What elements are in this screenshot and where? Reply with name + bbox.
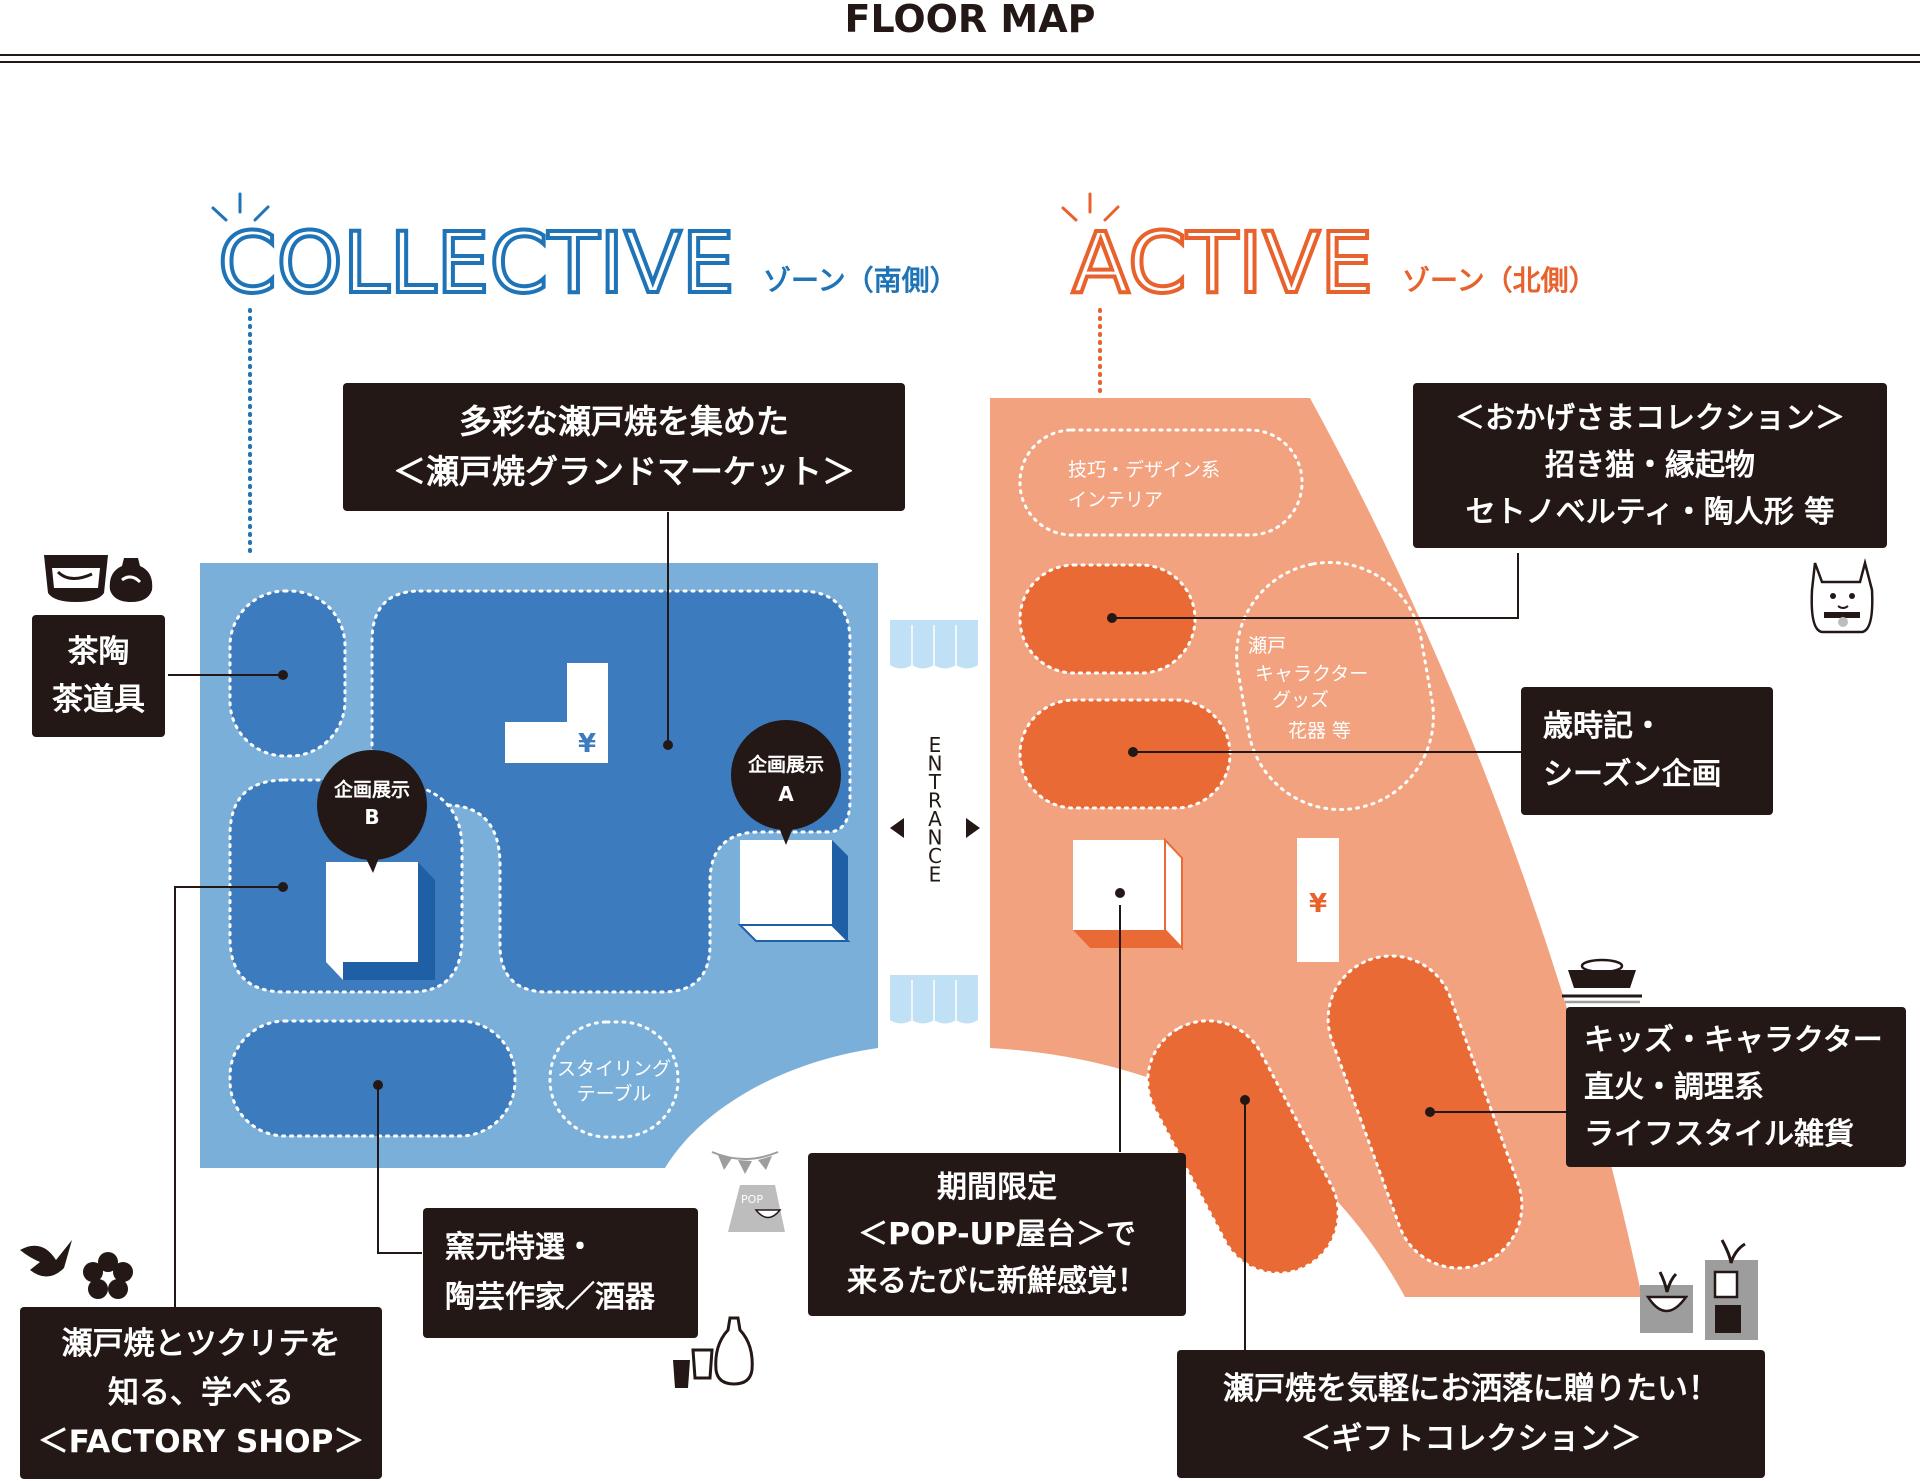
callout-gift-line-1: 瀬戸焼を気軽にお洒落に贈りたい！ bbox=[1223, 1371, 1719, 1407]
bunting-flags-icon bbox=[711, 1151, 779, 1174]
callout-tea-line-2: 茶道具 bbox=[52, 682, 145, 718]
callout-okage-line-2: 招き猫・縁起物 bbox=[1545, 448, 1755, 483]
yen-icon-active: ¥ bbox=[1309, 889, 1327, 919]
craft-design-label-1: 技巧・デザイン系 bbox=[1068, 459, 1220, 481]
callout-grand-market[interactable]: 多彩な瀬戸焼を集めた ＜瀬戸焼グランドマーケット＞ bbox=[343, 383, 905, 511]
callout-popup[interactable]: 期間限定 ＜POP-UP屋台＞で 来るたびに新鮮感覚！ bbox=[808, 1153, 1186, 1316]
craft-design-area[interactable] bbox=[1018, 428, 1304, 537]
plum-flower-icon bbox=[83, 1252, 133, 1299]
swallow-bird-icon bbox=[20, 1240, 72, 1277]
exhibit-a-pin[interactable]: 企画展示 A bbox=[731, 720, 841, 845]
entrance-arrow-right-icon bbox=[966, 818, 980, 838]
exhibit-b-pin[interactable]: 企画展示 B bbox=[317, 750, 427, 873]
callout-seasonal-line-1: 歳時記・ bbox=[1543, 709, 1663, 744]
yen-icon-collective: ¥ bbox=[578, 729, 596, 759]
callout-tea-line-1: 茶陶 bbox=[67, 634, 130, 670]
callout-kids-line-1: キッズ・キャラクター bbox=[1584, 1022, 1883, 1058]
pop-sign-text: POP bbox=[741, 1193, 763, 1206]
callout-grand-market-line-1: 多彩な瀬戸焼を集めた bbox=[459, 402, 789, 441]
exhibit-a-label-2: A bbox=[778, 782, 794, 806]
callout-seasonal-line-2: シーズン企画 bbox=[1543, 757, 1722, 792]
exhibit-a-cube[interactable] bbox=[737, 840, 851, 942]
active-zone-title: ACTIVE bbox=[1072, 214, 1373, 312]
callout-grand-market-line-2: ＜瀬戸焼グランドマーケット＞ bbox=[393, 452, 855, 491]
callout-okage[interactable]: ＜おかげさまコレクション＞ 招き猫・縁起物 セトノベルティ・陶人形 等 bbox=[1413, 383, 1887, 548]
gift-area[interactable] bbox=[1127, 1000, 1360, 1295]
register-counter-collective bbox=[505, 663, 608, 763]
kiln-select-area[interactable] bbox=[228, 1019, 517, 1138]
seto-character-label-3: グッズ bbox=[1272, 689, 1329, 711]
entrance-arrow-left-icon bbox=[890, 818, 904, 838]
tea-jar-icon bbox=[109, 558, 153, 602]
callout-kiln-select-line-1: 窯元特選・ bbox=[445, 1230, 595, 1265]
callout-kids[interactable]: キッズ・キャラクター 直火・調理系 ライフスタイル雑貨 bbox=[1566, 1007, 1906, 1167]
seto-character-label-1: 瀬戸 bbox=[1248, 635, 1286, 657]
callout-popup-line-1: 期間限定 bbox=[937, 1170, 1057, 1205]
seto-character-label-4: 花器 等 bbox=[1288, 720, 1351, 742]
callout-factory-shop-line-3: ＜FACTORY SHOP＞ bbox=[37, 1423, 365, 1460]
register-counter-active bbox=[1297, 838, 1339, 962]
callout-popup-line-2: ＜POP-UP屋台＞で bbox=[858, 1217, 1136, 1252]
cooking-pot-icon bbox=[1562, 958, 1642, 1004]
callout-okage-line-1: ＜おかげさまコレクション＞ bbox=[1455, 401, 1845, 436]
exhibit-b-label-1: 企画展示 bbox=[333, 778, 410, 801]
active-sparkle-icon bbox=[1061, 192, 1120, 222]
callout-gift[interactable]: 瀬戸焼を気軽にお洒落に贈りたい！ ＜ギフトコレクション＞ bbox=[1177, 1350, 1765, 1478]
callout-factory-shop[interactable]: 瀬戸焼とツクリテを 知る、学べる ＜FACTORY SHOP＞ bbox=[20, 1307, 382, 1479]
callout-kids-line-3: ライフスタイル雑貨 bbox=[1584, 1116, 1854, 1152]
exhibit-b-cube[interactable] bbox=[326, 862, 435, 980]
collective-zone-title: COLLECTIVE bbox=[218, 214, 735, 312]
sake-set-icon bbox=[673, 1316, 754, 1388]
styling-table-area[interactable] bbox=[548, 1020, 680, 1139]
callout-popup-line-3: 来るたびに新鮮感覚！ bbox=[847, 1264, 1147, 1299]
popup-stall-cube[interactable] bbox=[1073, 837, 1183, 951]
active-zone-suffix: ゾーン（北側） bbox=[1402, 264, 1597, 297]
leader-dots bbox=[278, 613, 1435, 1117]
craft-design-label-2: インテリア bbox=[1068, 489, 1163, 511]
callout-kids-line-2: 直火・調理系 bbox=[1584, 1069, 1764, 1105]
entrance-curtain-top bbox=[890, 620, 978, 669]
callout-tea[interactable]: 茶陶 茶道具 bbox=[32, 615, 165, 737]
seto-character-label-2: キャラクター bbox=[1255, 663, 1368, 685]
gift-cup-icon bbox=[1705, 1239, 1758, 1340]
callout-okage-line-3: セトノベルティ・陶人形 等 bbox=[1465, 495, 1835, 530]
collective-zone-suffix: ゾーン（南側） bbox=[763, 264, 958, 297]
styling-table-label-1: スタイリング bbox=[557, 1058, 671, 1080]
seasonal-area[interactable] bbox=[1018, 698, 1232, 810]
pop-sign-icon: POP bbox=[728, 1185, 785, 1232]
callout-kiln-select[interactable]: 窯元特選・ 陶芸作家／酒器 bbox=[423, 1208, 698, 1338]
maneki-neko-icon bbox=[1810, 558, 1874, 634]
exhibit-b-label-2: B bbox=[364, 805, 379, 829]
callout-seasonal[interactable]: 歳時記・ シーズン企画 bbox=[1521, 687, 1773, 815]
callout-factory-shop-line-2: 知る、学べる bbox=[108, 1374, 294, 1411]
leader-lines bbox=[168, 512, 1567, 1352]
gift-bowl-icon bbox=[1640, 1271, 1693, 1333]
entrance-curtain-bottom bbox=[890, 975, 978, 1024]
seto-character-area[interactable] bbox=[1222, 548, 1448, 825]
callout-gift-line-2: ＜ギフトコレクション＞ bbox=[1300, 1421, 1642, 1457]
tea-bowl-icon bbox=[44, 555, 108, 602]
styling-table-label-2: テーブル bbox=[577, 1082, 652, 1105]
callout-kiln-select-line-2: 陶芸作家／酒器 bbox=[445, 1280, 655, 1315]
page-title: FLOOR MAP bbox=[845, 0, 1096, 41]
exhibit-a-label-1: 企画展示 bbox=[747, 753, 824, 776]
collective-sparkle-icon bbox=[211, 192, 270, 222]
callout-factory-shop-line-1: 瀬戸焼とツクリテを bbox=[61, 1325, 341, 1362]
